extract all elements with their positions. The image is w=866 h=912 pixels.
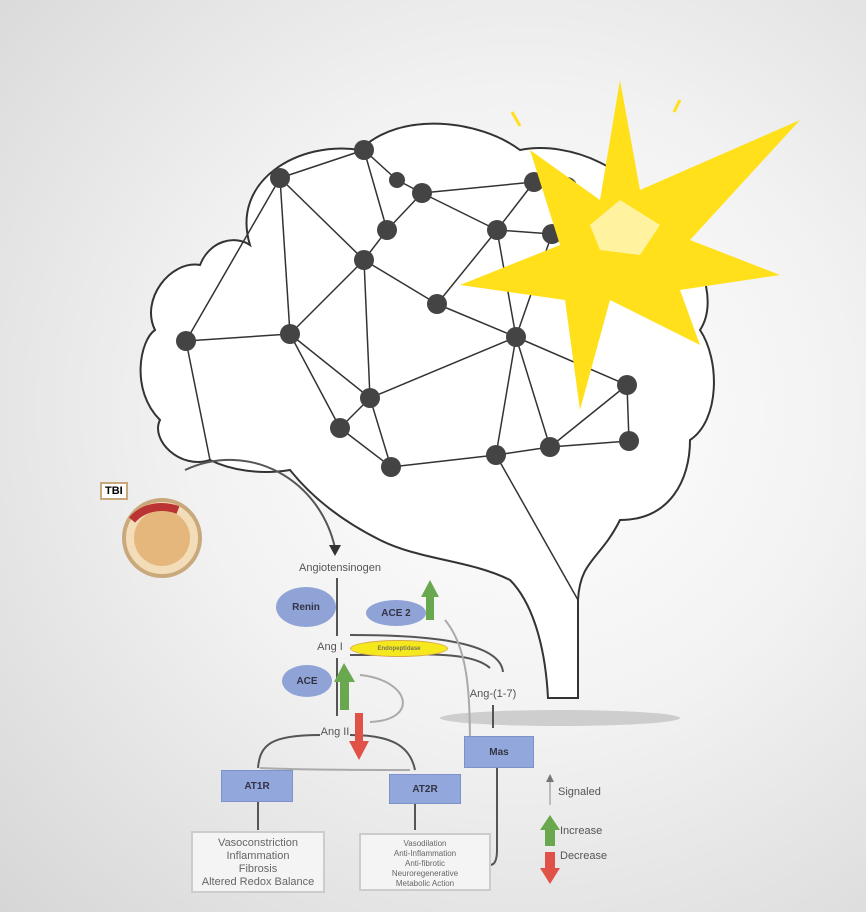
impact-flash-icon <box>460 80 800 410</box>
ang2-label: Ang II <box>320 726 350 738</box>
legend-decrease: Decrease <box>560 850 608 862</box>
at2r-receptor: AT2R <box>389 774 461 804</box>
ang1-label: Ang I <box>317 641 343 653</box>
mas-receptor: Mas <box>464 736 534 768</box>
legend-increase: Increase <box>560 825 603 837</box>
decrease-arrow-icon <box>349 713 369 760</box>
tbi-label: TBI <box>100 482 128 500</box>
effect-item: Inflammation <box>226 850 290 862</box>
effect-item: Vasodilation <box>403 839 447 848</box>
angiotensinogen-label: Angiotensinogen <box>299 562 381 574</box>
increase-legend-icon <box>540 815 560 846</box>
ace-enzyme: ACE <box>282 665 332 697</box>
at1r-receptor: AT1R <box>221 770 293 802</box>
ace2-enzyme: ACE 2 <box>366 600 426 626</box>
effect-item: Neuroregenerative <box>391 869 459 878</box>
endopeptidase-enzyme: Endopeptidase <box>350 640 448 657</box>
at2r-effects-box: Vasodilation Anti-Inflammation Anti-fibr… <box>359 833 491 891</box>
effect-item: Anti-fibrotic <box>404 859 445 868</box>
renin-enzyme: Renin <box>276 587 336 627</box>
effect-item: Altered Redox Balance <box>201 876 315 888</box>
effect-item: Metabolic Action <box>395 879 455 888</box>
increase-arrow-icon <box>334 663 355 710</box>
effect-item: Anti-Inflammation <box>393 849 457 858</box>
signaled-arrow-icon <box>546 774 554 805</box>
brain-slice-icon <box>122 498 202 578</box>
effect-item: Fibrosis <box>238 863 278 875</box>
effect-item: Vasoconstriction <box>218 837 298 849</box>
legend-signaled: Signaled <box>558 786 601 798</box>
at1r-effects-box: Vasoconstriction Inflammation Fibrosis A… <box>191 831 325 893</box>
decrease-legend-icon <box>540 852 560 884</box>
ang17-label: Ang-(1-7) <box>469 688 517 700</box>
increase-arrow-icon <box>421 580 439 620</box>
